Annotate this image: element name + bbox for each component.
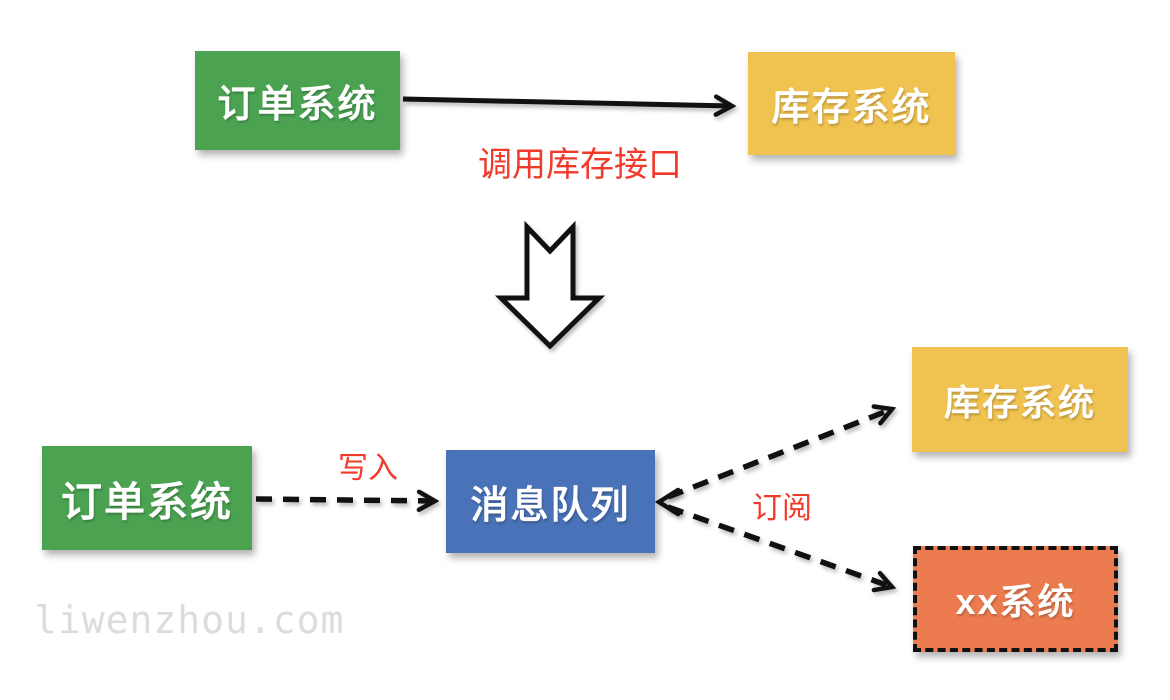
call-arrow xyxy=(402,99,732,106)
down-arrow-icon xyxy=(494,220,606,350)
watermark: liwenzhou.com xyxy=(34,598,345,642)
order-system-box-top: 订单系统 xyxy=(195,51,400,150)
order-system-box-bottom: 订单系统 xyxy=(42,446,252,550)
write-label: 写入 xyxy=(338,452,398,485)
subscribe-label: 订阅 xyxy=(752,492,812,525)
message-queue-box: 消息队列 xyxy=(446,450,655,553)
xx-system-box: xx系统 xyxy=(913,546,1118,652)
inventory-system-box-bottom: 库存系统 xyxy=(912,347,1128,452)
queue-back-arrowhead xyxy=(654,487,681,517)
call-inventory-api-label: 调用库存接口 xyxy=(478,146,682,184)
write-arrow xyxy=(255,499,435,501)
inventory-system-box-top: 库存系统 xyxy=(748,52,955,155)
